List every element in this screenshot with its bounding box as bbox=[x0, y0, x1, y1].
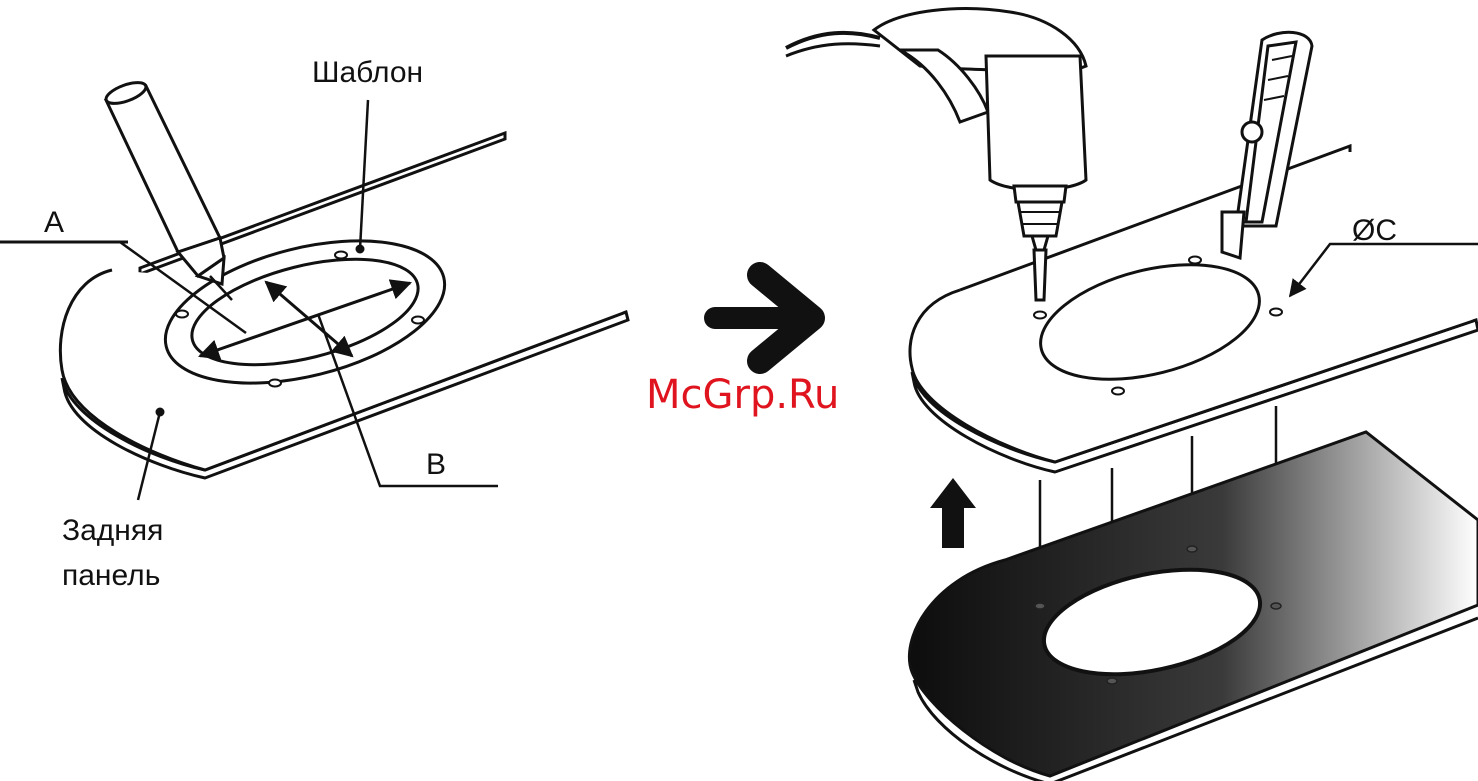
template-label: Шаблон bbox=[312, 56, 423, 89]
drill-icon bbox=[786, 9, 1086, 300]
next-step-arrow-icon bbox=[715, 275, 812, 361]
left-step-marking: Шаблон A B Задняя панель bbox=[0, 56, 628, 592]
dimension-b-label: B bbox=[426, 448, 446, 481]
utility-knife-icon bbox=[1222, 32, 1312, 258]
diameter-leader bbox=[1290, 244, 1478, 296]
back-panel-label-line2: панель bbox=[62, 559, 160, 592]
dimension-a-label: A bbox=[44, 206, 64, 239]
diameter-c-label: ØC bbox=[1352, 214, 1397, 247]
back-panel-right-bottom bbox=[909, 432, 1478, 781]
up-arrow-icon bbox=[930, 478, 976, 548]
marker-pen-icon bbox=[104, 78, 232, 300]
right-step-cutting: ØC bbox=[786, 9, 1478, 781]
watermark: McGrp.Ru bbox=[646, 372, 839, 418]
back-panel-label-line1: Задняя bbox=[62, 514, 163, 547]
